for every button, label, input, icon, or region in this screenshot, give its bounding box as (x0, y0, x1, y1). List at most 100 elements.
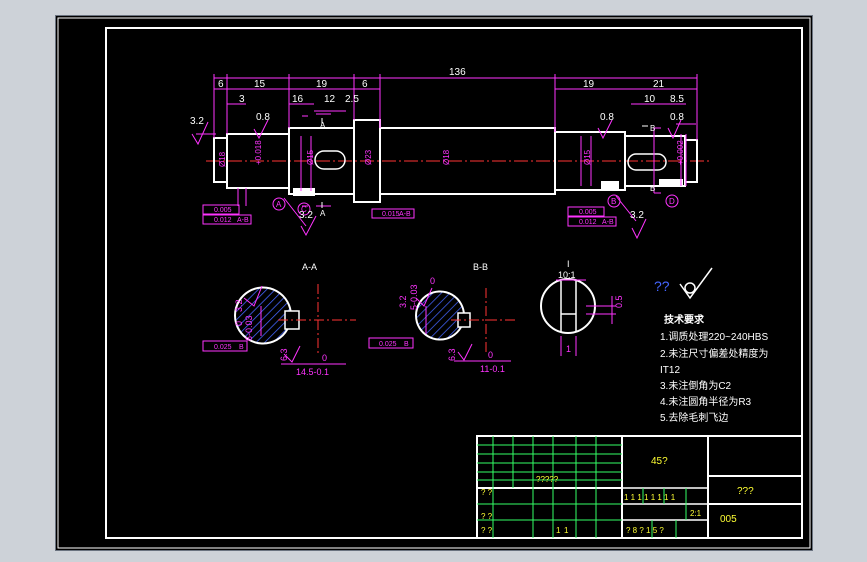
tol-right-1: +0.002 (676, 140, 685, 165)
section-a-top: A (320, 121, 326, 130)
marker-c: C (301, 205, 307, 214)
cad-drawing: 6 15 19 6 136 19 21 3 16 12 2.5 10 8.5 3… (57, 17, 811, 549)
dim-10: 10 (644, 94, 656, 105)
outer-frame (57, 17, 811, 549)
title-mark-2: 1 (564, 526, 569, 535)
tol-frame-right-runout: 0.012 (579, 219, 597, 226)
roughness-0-8-a: 0.8 (256, 112, 270, 123)
detail-dim: 0.5 (614, 295, 624, 308)
title-code: 005 (720, 514, 737, 525)
dim-12: 12 (324, 94, 336, 105)
title-mark-1: 1 (556, 526, 561, 535)
roughness-0-8-b: 0.8 (600, 112, 614, 123)
bb-roughness-b: 6.3 (447, 348, 457, 361)
section-b-b-title: B-B (473, 262, 488, 272)
shaft-main-view (191, 74, 711, 240)
tol-frame-left-pos: 0.005 (214, 207, 232, 214)
tol-frame-left-runout: 0.012 (214, 217, 232, 224)
bearing-mark-left (293, 188, 315, 196)
bb-ref: B (404, 341, 409, 348)
aa-roughness-b: 6.3 (279, 348, 289, 361)
note-2: 2.未注尺寸偏差处精度为 (660, 347, 768, 360)
title-block (476, 435, 803, 539)
note-1: 1.调质处理220~240HBS (660, 331, 768, 343)
dim-8-5: 8.5 (670, 94, 684, 105)
bb-width: 11-0.1 (480, 364, 505, 374)
bb-roughness: 3.2 (398, 295, 408, 308)
dia-15-left: Ø15 (306, 149, 315, 165)
note-5: 5.去除毛刺飞边 (660, 411, 728, 424)
detail-title: I (567, 259, 570, 269)
dim-136: 136 (449, 67, 466, 78)
note-4: 4.未注圆角半径为R3 (660, 395, 752, 408)
tol-frame-mid-runout: 0.015 (382, 211, 400, 218)
title-scale-row: 1 1 1 1 1 1 1 1 (624, 493, 676, 502)
dim-2-5: 2.5 (345, 94, 359, 105)
section-a-a-title: A-A (302, 262, 317, 272)
keyway-right (627, 153, 667, 171)
dim-3: 3 (239, 94, 245, 105)
aa-width: 14.5-0.1 (296, 367, 329, 377)
bearing-mark-right (659, 179, 683, 187)
roughness-0-8-c: 0.8 (670, 112, 684, 123)
dia-15-right: Ø15 (583, 149, 592, 165)
title-row-label-2: ? ? (481, 512, 493, 521)
roughness-3-2-b: 3.2 (299, 210, 313, 221)
tol-left-1: +0.018 (254, 140, 263, 165)
tol-frame-right-ref: A-B (602, 219, 614, 226)
roughness-3-2-a: 3.2 (190, 116, 204, 127)
title-ratio: 2:1 (690, 509, 702, 518)
title-name: ??? (737, 486, 754, 497)
bb-zero: 0 (430, 276, 435, 286)
dim-19-right: 19 (583, 79, 595, 90)
roughness-3-2-c: 3.2 (630, 210, 644, 221)
keyway-left (314, 150, 346, 170)
tol-frame-left-ref: A-B (237, 217, 249, 224)
dim-16: 16 (292, 94, 304, 105)
title-sheet-row: ? 8 ? 1 5 ? (626, 526, 664, 535)
dim-6a: 6 (218, 79, 224, 90)
dim-21: 21 (653, 79, 665, 90)
aa-ref: B (239, 344, 244, 351)
bb-tol: 0.025 (379, 341, 397, 348)
aa-zero-b: 0 (322, 353, 327, 363)
note-2b: IT12 (660, 365, 680, 376)
bearing-mark-mid (601, 181, 619, 189)
detail-i (540, 278, 616, 356)
notes-title: 技术要求 (664, 313, 705, 326)
dim-6b: 6 (362, 79, 368, 90)
dim-19: 19 (316, 79, 328, 90)
marker-d: D (669, 197, 675, 206)
technical-requirements: 技术要求 1.调质处理220~240HBS 2.未注尺寸偏差处精度为 IT12 … (660, 313, 768, 424)
title-material: 45? (651, 456, 668, 467)
title-row-label-3: ? ? (481, 526, 493, 535)
section-b-bottom: B (650, 184, 655, 193)
dia-left: Ø18 (218, 151, 227, 167)
section-b-top: B (650, 124, 655, 133)
note-3: 3.未注倒角为C2 (660, 379, 732, 392)
unknown-mark: ?? (654, 278, 670, 294)
tol-frame-right-pos: 0.005 (579, 209, 597, 216)
title-mid-text: ????? (536, 475, 559, 484)
detail-mark: 1 (566, 344, 571, 354)
tol-frame-mid-ref: A-B (399, 211, 411, 218)
inner-frame (105, 27, 803, 539)
bb-zero-b: 0 (488, 350, 493, 360)
aa-key-dim: 6-0.03 (244, 315, 254, 341)
drawing-viewport: 6 15 19 6 136 19 21 3 16 12 2.5 10 8.5 3… (55, 15, 813, 551)
marker-b: B (611, 197, 616, 206)
aa-zero: 0 (234, 321, 244, 326)
title-row-label-1: ? ? (481, 488, 493, 497)
dia-18: Ø18 (442, 149, 451, 165)
section-a-a (202, 284, 356, 365)
aa-tol: 0.025 (214, 344, 232, 351)
section-a-bottom: A (320, 209, 326, 218)
bb-key-dim: 5-0.03 (409, 284, 419, 310)
aa-roughness: 3.2 (234, 299, 244, 312)
dia-23: Ø23 (364, 149, 373, 165)
section-b-b (368, 287, 518, 362)
dim-15: 15 (254, 79, 266, 90)
detail-scale: 10:1 (558, 270, 576, 280)
general-roughness (679, 267, 713, 300)
marker-a: A (276, 200, 282, 209)
